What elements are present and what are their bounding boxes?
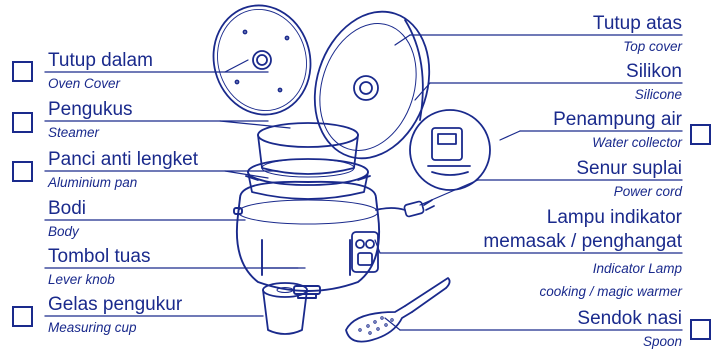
label-penampung-air: Penampung air (553, 109, 682, 130)
aluminium-pan (245, 158, 371, 200)
label-aluminium-pan: Aluminium pan (48, 175, 138, 190)
steamer (257, 122, 359, 178)
water-collector-detail (409, 109, 491, 191)
label-measuring-cup: Measuring cup (48, 320, 137, 335)
checkbox-sendok-nasi[interactable] (690, 319, 711, 340)
label-steamer: Steamer (48, 125, 100, 140)
label-sendok-nasi: Sendok nasi (577, 308, 682, 329)
label-water-collector: Water collector (592, 135, 682, 150)
label-top-cover: Top cover (623, 39, 682, 54)
label-tutup-atas: Tutup atas (592, 13, 682, 34)
label-gelas-pengukur: Gelas pengukur (48, 294, 183, 315)
label-silikon: Silikon (626, 61, 682, 82)
label-oven-cover: Oven Cover (48, 76, 121, 91)
indicator-panel (351, 231, 379, 273)
label-lever-knob: Lever knob (48, 272, 115, 287)
top-cover (313, 10, 431, 160)
label-memasak-penghangat: memasak / penghangat (483, 231, 682, 252)
label-bodi: Bodi (48, 198, 87, 219)
checkbox-tutup-dalam[interactable] (12, 61, 33, 82)
label-silicone: Silicone (634, 87, 682, 102)
checkbox-pengukus[interactable] (12, 112, 33, 133)
label-rules (44, 34, 683, 331)
label-senur-suplai: Senur suplai (576, 158, 682, 179)
label-body: Body (48, 224, 79, 239)
checkbox-gelas-pengukur[interactable] (12, 306, 33, 327)
label-power-cord: Power cord (613, 184, 682, 199)
label-tombol-tuas: Tombol tuas (48, 246, 151, 267)
label-panci-anti-lengket: Panci anti lengket (48, 149, 198, 170)
power-cord (375, 199, 435, 218)
rice-spoon (345, 277, 451, 343)
label-spoon: Spoon (642, 334, 682, 349)
label-pengukus: Pengukus (48, 99, 133, 120)
label-cooking-magic-warmer: cooking / magic warmer (539, 284, 682, 299)
label-lampu-indikator: Lampu indikator (546, 207, 682, 228)
label-tutup-dalam: Tutup dalam (48, 50, 153, 71)
measuring-cup (262, 282, 308, 335)
label-indicator-lamp: Indicator Lamp (592, 261, 682, 276)
inner-lid (212, 4, 312, 116)
checkbox-panci[interactable] (12, 161, 33, 182)
leader-lines (219, 34, 521, 331)
checkbox-penampung-air[interactable] (690, 124, 711, 145)
